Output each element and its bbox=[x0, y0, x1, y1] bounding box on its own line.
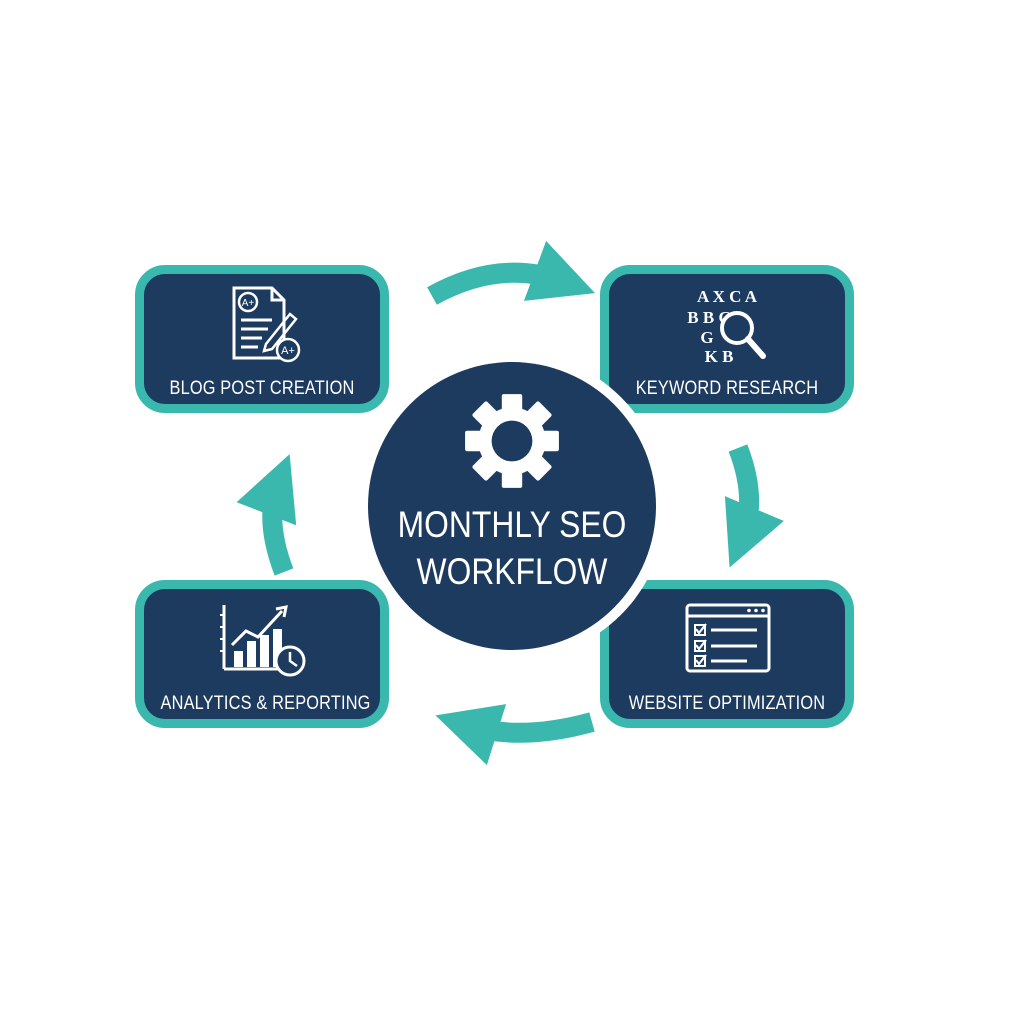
hub-inner-circle: MONTHLY SEO WORKFLOW bbox=[368, 362, 656, 650]
document-edit-icon: A+ A+ bbox=[232, 286, 301, 363]
step-card-website-optimization: WEBSITE OPTIMIZATION bbox=[600, 580, 854, 728]
keyword-letters-row2: B B C bbox=[687, 308, 730, 327]
gear-icon bbox=[465, 394, 559, 488]
step-card-keyword-research: A X C A B B C G K B KEYWORD RESEARCH bbox=[600, 265, 854, 413]
arrow-blog-to-keyword bbox=[427, 240, 596, 305]
hub-circle: MONTHLY SEO WORKFLOW bbox=[358, 352, 666, 660]
step-card-analytics-reporting: ANALYTICS & REPORTING bbox=[135, 580, 389, 728]
doc-badge-bottom: A+ bbox=[281, 345, 295, 357]
step-label-keyword-research: KEYWORD RESEARCH bbox=[635, 378, 819, 399]
keyword-letters-row3: G bbox=[700, 328, 713, 347]
browser-checklist-icon bbox=[685, 603, 771, 673]
arrow-website-to-analytics bbox=[435, 704, 595, 766]
keyword-letters-row4: K B bbox=[705, 347, 734, 366]
keyword-letters-row1: A X C A bbox=[697, 287, 758, 306]
chart-clock-icon bbox=[220, 605, 306, 677]
arrow-keyword-to-website bbox=[724, 444, 784, 568]
hub-title-line1: MONTHLY SEO bbox=[397, 504, 627, 545]
doc-badge-top: A+ bbox=[242, 298, 255, 309]
step-label-website-optimization: WEBSITE OPTIMIZATION bbox=[628, 693, 826, 714]
hub-title-line2: WORKFLOW bbox=[416, 551, 608, 592]
arrow-analytics-to-blog bbox=[236, 454, 297, 576]
step-card-blog-post-creation: A+ A+ BLOG POST CREATION bbox=[135, 265, 389, 413]
step-label-analytics-reporting: ANALYTICS & REPORTING bbox=[160, 693, 371, 714]
alphabet-magnifier-icon: A X C A B B C G K B bbox=[687, 287, 766, 366]
step-label-blog-post-creation: BLOG POST CREATION bbox=[169, 378, 355, 399]
